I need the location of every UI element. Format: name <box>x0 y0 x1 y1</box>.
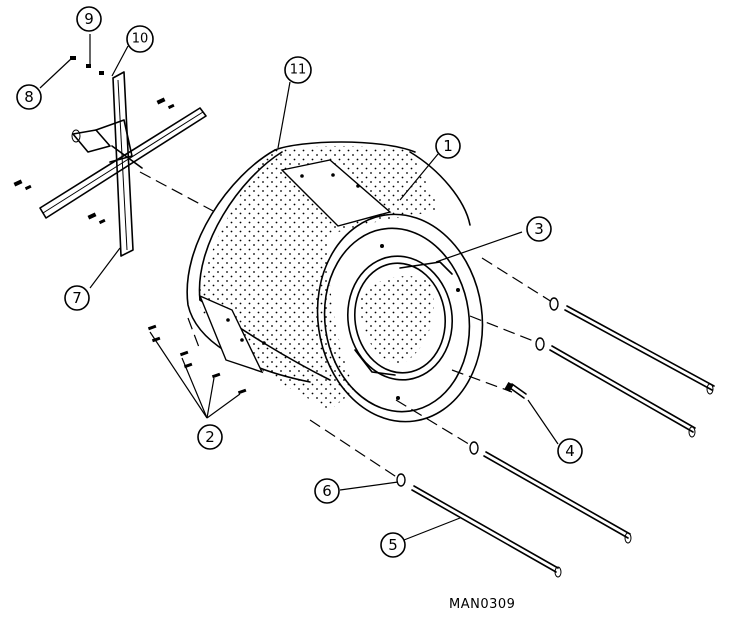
callout-9-label: 9 <box>84 10 94 28</box>
callout-9: 9 <box>76 6 102 32</box>
callout-3: 3 <box>526 216 552 242</box>
drum-assembly <box>186 141 553 479</box>
callout-5-label: 5 <box>388 536 398 554</box>
callout-1: 1 <box>435 133 461 159</box>
callout-2-label: 2 <box>205 428 215 446</box>
callout-2: 2 <box>197 424 223 450</box>
callout-3-label: 3 <box>534 220 544 238</box>
callout-1-label: 1 <box>443 137 453 155</box>
callout-8: 8 <box>16 84 42 110</box>
callout-7-label: 7 <box>72 289 82 307</box>
callout-4: 4 <box>557 438 583 464</box>
callout-10: 10 <box>126 25 154 53</box>
tie-rods <box>396 297 715 578</box>
leader-lines <box>39 34 559 541</box>
catalog-code: MAN0309 <box>449 597 516 612</box>
callout-4-label: 4 <box>565 442 575 460</box>
callout-11: 11 <box>284 56 312 84</box>
callout-6-label: 6 <box>322 482 332 500</box>
callout-11-label: 11 <box>290 63 307 78</box>
callout-7: 7 <box>64 285 90 311</box>
callout-5: 5 <box>380 532 406 558</box>
callout-6: 6 <box>314 478 340 504</box>
callout-8-label: 8 <box>24 88 34 106</box>
callout-10-label: 10 <box>132 32 149 47</box>
drum-screws <box>147 324 247 395</box>
spider-frame <box>13 56 216 257</box>
